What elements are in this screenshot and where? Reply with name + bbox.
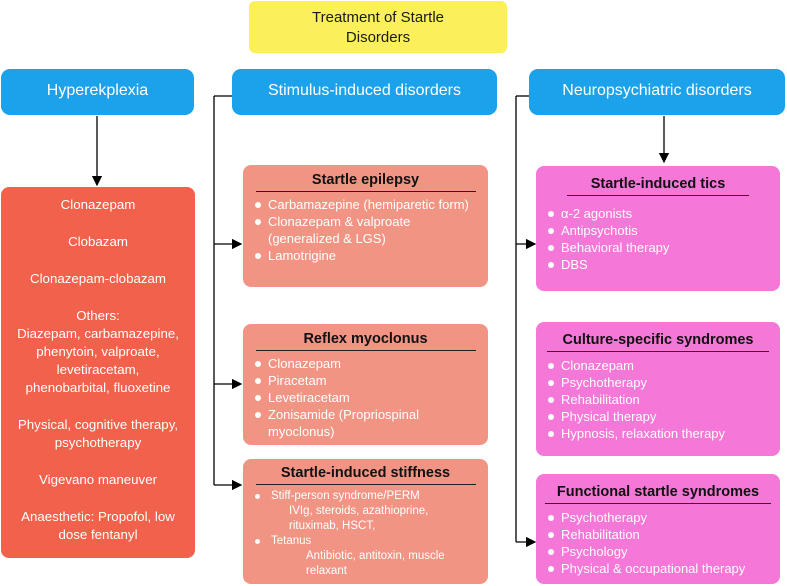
list-item: Rehabilitation — [544, 526, 774, 543]
startle-tics-card: Startle-induced tics α-2 agonists Antips… — [536, 166, 780, 291]
list-item: Clonazepam & valproate (generalized & LG… — [251, 213, 480, 247]
list-item: Stiff-person syndrome/PERM — [251, 489, 480, 504]
list-item: Levetiracetam — [251, 389, 480, 406]
hyper-item: Others: — [76, 308, 120, 323]
hyper-item: dose fentanyl — [58, 527, 138, 542]
culture-specific-title: Culture-specific syndromes — [547, 331, 769, 352]
startle-epilepsy-list: Carbamazepine (hemiparetic form) Clonaze… — [251, 196, 480, 264]
list-item: Psychotherapy — [544, 374, 774, 391]
reflex-myoclonus-list: Clonazepam Piracetam Levetiracetam Zonis… — [251, 355, 480, 440]
list-item: DBS — [544, 256, 772, 273]
list-item: Clonazepam — [544, 357, 774, 374]
startle-epilepsy-card: Startle epilepsy Carbamazepine (hemipare… — [243, 165, 488, 287]
hyper-item: psychotherapy — [54, 435, 142, 450]
functional-list: Psychotherapy Rehabilitation Psychology … — [542, 509, 774, 577]
hyper-item: levetiracetam, — [56, 362, 140, 377]
functional-title: Functional startle syndromes — [545, 483, 771, 504]
reflex-myoclonus-card: Reflex myoclonus Clonazepam Piracetam Le… — [243, 324, 488, 445]
hyper-item: Clonazepam — [60, 197, 136, 212]
hyper-item: phenobarbital, fluoxetine — [25, 380, 171, 395]
header-stimulus-induced: Stimulus-induced disorders — [232, 69, 497, 115]
reflex-myoclonus-title: Reflex myoclonus — [255, 330, 476, 351]
tetanus-label: Tetanus — [271, 535, 312, 547]
tetanus-treatments: Antibiotic, antitoxin, muscle relaxant — [306, 550, 445, 577]
hyper-item: Clonazepam-clobazam — [30, 271, 166, 286]
culture-specific-list: Clonazepam Psychotherapy Rehabilitation … — [542, 357, 774, 442]
list-item: Psychotherapy — [544, 509, 774, 526]
list-item: Carbamazepine (hemiparetic form) — [251, 196, 480, 213]
hyper-item: Clobazam — [68, 234, 128, 249]
title-line-2: Disorders — [345, 29, 411, 46]
stiff-person-label: Stiff-person syndrome/PERM — [271, 490, 420, 502]
title-line-1: Treatment of Startle — [312, 9, 444, 26]
startle-tics-title: Startle-induced tics — [567, 175, 749, 196]
startle-tics-list: α-2 agonists Antipsychotis Behavioral th… — [544, 205, 772, 273]
list-item: Tetanus — [251, 534, 480, 549]
list-item: Piracetam — [251, 372, 480, 389]
hyper-item: Physical, cognitive therapy, — [17, 417, 179, 432]
list-item: Hypnosis, relaxation therapy — [544, 425, 774, 442]
list-item: Physical & occupational therapy — [544, 560, 774, 577]
list-item: Lamotrigine — [251, 247, 480, 264]
list-item: Antipsychotis — [544, 222, 772, 239]
functional-card: Functional startle syndromes Psychothera… — [536, 474, 780, 584]
list-item: Rehabilitation — [544, 391, 774, 408]
list-item: Clonazepam — [251, 355, 480, 372]
list-item: Behavioral therapy — [544, 239, 772, 256]
startle-stiffness-title: Startle-induced stiffness — [255, 464, 476, 485]
startle-epilepsy-title: Startle epilepsy — [255, 171, 476, 192]
stiff-person-treatments: IVIg, steroids, azathioprine, rituximab,… — [289, 505, 429, 532]
hyper-item: Anaesthetic: Propofol, low — [21, 509, 175, 524]
tetanus-list: Tetanus — [251, 534, 480, 549]
diagram-title: Treatment of Startle Disorders — [249, 1, 507, 53]
startle-stiffness-card: Startle-induced stiffness Stiff-person s… — [243, 459, 488, 584]
startle-stiffness-list: Stiff-person syndrome/PERM — [251, 489, 480, 504]
header-neuropsychiatric: Neuropsychiatric disorders — [529, 69, 785, 115]
hyper-item: Vigevano maneuver — [38, 472, 158, 487]
list-item: Zonisamide (Propriospinal myoclonus) — [251, 406, 480, 440]
list-item: α-2 agonists — [544, 205, 772, 222]
culture-specific-card: Culture-specific syndromes Clonazepam Ps… — [536, 322, 780, 456]
header-hyperekplexia: Hyperekplexia — [1, 69, 194, 115]
hyperekplexia-treatments: Clonazepam Clobazam Clonazepam-clobazam … — [1, 187, 195, 558]
hyper-item: phenytoin, valproate, — [36, 344, 160, 359]
list-item: Psychology — [544, 543, 774, 560]
list-item: Physical therapy — [544, 408, 774, 425]
hyper-item: Diazepam, carbamazepine, — [17, 326, 179, 341]
